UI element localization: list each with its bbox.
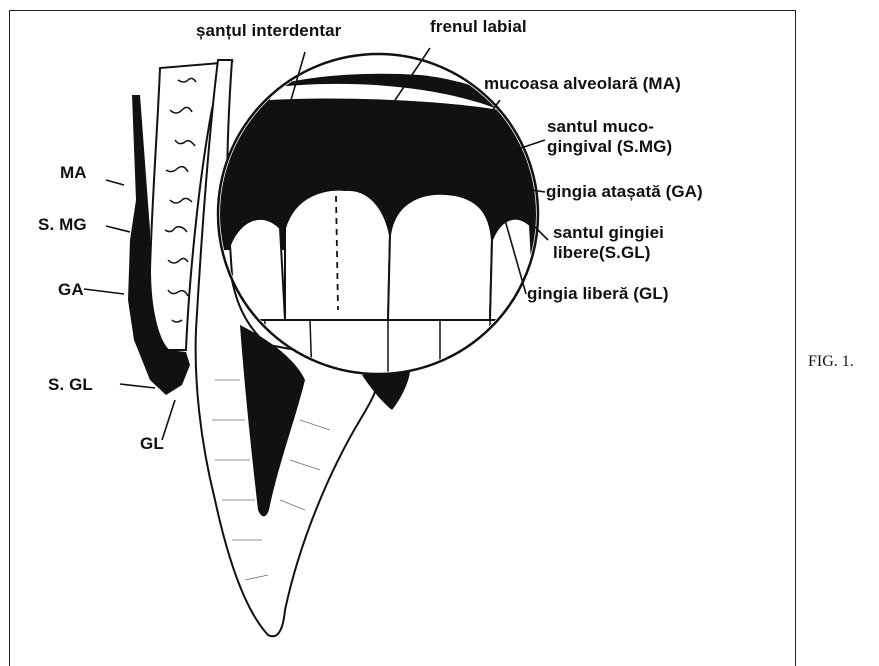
- label-gl: GL: [140, 435, 164, 453]
- label-smg: S. MG: [38, 216, 87, 234]
- label-santul-interdentar: șanțul interdentar: [196, 22, 341, 40]
- label-santul-muco-2: gingival (S.MG): [547, 138, 672, 156]
- label-santul-gingiei-2: libere(S.GL): [553, 244, 651, 262]
- label-gingia-libera: gingia liberă (GL): [527, 285, 669, 303]
- label-sgl: S. GL: [48, 376, 93, 394]
- label-santul-gingiei-1: santul gingiei: [553, 224, 664, 242]
- label-frenul-labial: frenul labial: [430, 18, 527, 36]
- label-gingia-atasata: gingia atașată (GA): [546, 183, 703, 201]
- figure-caption: FIG. 1.: [808, 353, 854, 371]
- label-santul-muco-1: santul muco-: [547, 118, 654, 136]
- label-ga: GA: [58, 281, 84, 299]
- label-mucoasa-alveolara: mucoasa alveolară (MA): [484, 75, 681, 93]
- label-ma: MA: [60, 164, 87, 182]
- magnified-view: [210, 54, 545, 380]
